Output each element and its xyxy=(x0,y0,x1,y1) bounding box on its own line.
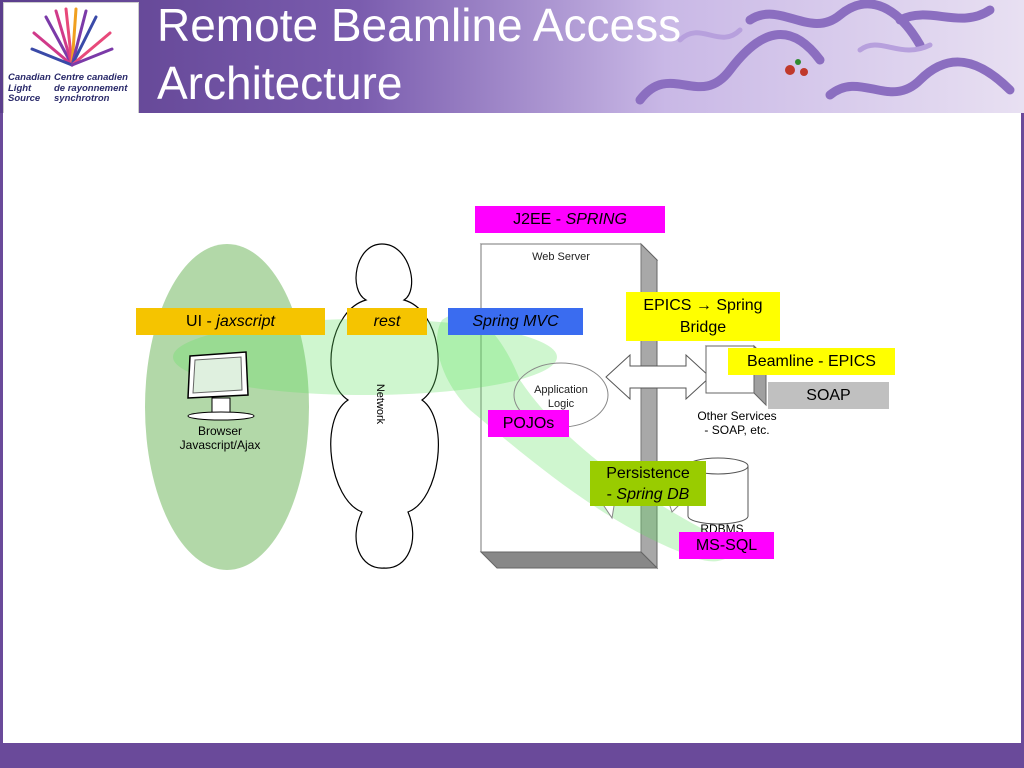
ms-sql-tag: MS-SQL xyxy=(679,532,774,559)
logo-text-en: Canadian Light Source xyxy=(8,72,51,104)
csl-logo: Canadian Light Source Centre canadien de… xyxy=(3,2,139,113)
ui-prefix: UI - xyxy=(186,312,217,330)
logo-text-fr: Centre canadien de rayonnement synchrotr… xyxy=(54,72,128,104)
persistence-flow-band xyxy=(437,313,740,562)
slide-footer-bar xyxy=(0,743,1024,768)
ui-emph: jaxscript xyxy=(216,312,275,330)
epics-bridge-line1a: EPICS xyxy=(643,296,696,314)
browser-label: Browser Javascript/Ajax xyxy=(179,424,261,452)
csl-logo-mark-icon xyxy=(30,7,114,67)
rest-tag: rest xyxy=(347,308,427,335)
spring-mvc-tag: Spring MVC xyxy=(448,308,583,335)
j2ee-spring-tag: J2EE - SPRING xyxy=(475,206,665,233)
persistence-line2b: Spring DB xyxy=(616,485,690,503)
other-services-label: Other Services - SOAP, etc. xyxy=(697,409,777,437)
application-logic-label: Application Logic xyxy=(534,384,588,410)
ui-jaxscript-tag: UI - jaxscript xyxy=(136,308,325,335)
soap-tag: SOAP xyxy=(768,382,889,409)
computer-monitor-icon xyxy=(187,351,255,421)
pojos-tag: POJOs xyxy=(488,410,569,437)
right-arrow-icon: → xyxy=(695,296,712,314)
web-server-box-bottom xyxy=(479,551,659,569)
persistence-line2a: - xyxy=(606,485,617,503)
web-server-label: Web Server xyxy=(532,251,590,263)
persistence-line1: Persistence xyxy=(606,464,690,482)
epics-bridge-line1b: Spring xyxy=(711,296,763,314)
persistence-spring-db-tag: Persistence - Spring DB xyxy=(590,461,706,506)
slide-header: Canadian Light Source Centre canadien de… xyxy=(0,0,1024,113)
epics-bridge-line2: Bridge xyxy=(679,318,727,336)
slide-title: Remote Beamline Access Architecture xyxy=(157,0,682,109)
j2ee-emph: SPRING xyxy=(565,210,627,228)
request-flow-band xyxy=(173,319,557,395)
beamline-epics-tag: Beamline - EPICS xyxy=(728,348,895,375)
j2ee-prefix: J2EE - xyxy=(513,210,566,228)
protein-structure-image xyxy=(635,0,1015,105)
network-label: Network xyxy=(374,383,386,425)
epics-spring-bridge-tag: EPICS → Spring Bridge xyxy=(626,292,780,341)
